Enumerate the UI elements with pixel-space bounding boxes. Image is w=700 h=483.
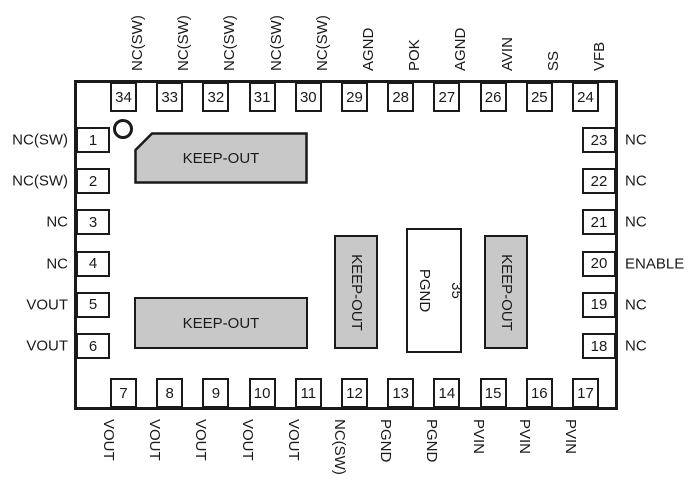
package-outline [74,80,618,410]
pin-pad-12[interactable]: 12 [341,378,368,408]
keepout-label: KEEP-OUT [182,149,260,167]
pin-label-7: VOUT [100,419,117,461]
pin-pad-18[interactable]: 18 [582,333,616,359]
pin-pad-13[interactable]: 13 [387,378,415,408]
pin-label-9: VOUT [192,419,210,461]
pin-label-26: AVIN [498,37,516,71]
pin-label-32: NC(SW) [221,15,239,71]
pin-label-13: PGND [377,419,395,463]
keepout-label: KEEP-OUT [497,253,515,331]
pin-pad-3[interactable]: 3 [76,209,110,236]
pin-label-27: AGND [452,27,470,71]
pin-pad-17[interactable]: 17 [572,378,599,408]
pin-pad-7[interactable]: 7 [110,378,137,408]
pin-pad-19[interactable]: 19 [582,291,616,318]
pin-label-28: POK [406,39,424,71]
pin-label-31: NC(SW) [267,15,285,71]
pin-label-4: NC [46,255,68,273]
pin-pad-27[interactable]: 27 [433,82,461,112]
pin-label-14: PGND [423,419,441,463]
pin-label-30: NC(SW) [313,15,331,71]
pin-pad-2[interactable]: 2 [76,168,110,195]
pin-pad-8[interactable]: 8 [156,378,184,408]
pin-pad-31[interactable]: 31 [248,82,276,112]
keepout-label: KEEP-OUT [182,314,260,332]
pin-label-33: NC(SW) [175,15,193,71]
pin-label-2: NC(SW) [12,172,68,190]
keepout-zone-bottom-left: KEEP-OUT [134,297,308,349]
pin-pad-25[interactable]: 25 [525,82,553,112]
pin-pad-34[interactable]: 34 [110,82,137,112]
thermal-pad-35-pgnd: PGND 35 [406,228,465,353]
pin-label-3: NC [46,213,68,231]
pin-label-8: VOUT [146,419,164,461]
pin-pad-10[interactable]: 10 [248,378,276,408]
pin-pad-26[interactable]: 26 [479,82,507,112]
pin-pad-9[interactable]: 9 [202,378,230,408]
pin-pad-23[interactable]: 23 [582,127,616,153]
pin-label-24: VFB [591,41,608,71]
thermal-pad-number: 35 [447,282,465,299]
pin-pad-32[interactable]: 32 [202,82,230,112]
pin-label-21: NC [625,213,647,231]
pin-pad-6[interactable]: 6 [76,333,110,359]
pin-label-22: NC [625,172,647,190]
keepout-label: KEEP-OUT [347,253,365,331]
pin-label-25: SS [544,50,562,71]
pin-label-12: NC(SW) [331,419,348,475]
pin-label-34: NC(SW) [129,15,146,71]
pin-label-29: AGND [360,27,377,71]
keepout-zone-top-left: KEEP-OUT [134,132,308,184]
pin-pad-24[interactable]: 24 [572,82,599,112]
pin-pad-28[interactable]: 28 [387,82,415,112]
pin-pad-5[interactable]: 5 [76,291,110,318]
pin-pad-1[interactable]: 1 [76,127,110,153]
pin-label-17: PVIN [562,419,579,455]
pin-pad-21[interactable]: 21 [582,209,616,236]
pin1-indicator-dot [113,119,133,139]
pin-label-20: ENABLE [625,255,685,273]
pin-label-5: VOUT [26,296,68,314]
pin-label-6: VOUT [26,337,68,355]
pin-label-23: NC [625,131,647,149]
pin-label-16: PVIN [515,419,533,455]
pin-pad-20[interactable]: 20 [582,250,616,277]
pin-pad-30[interactable]: 30 [294,82,322,112]
pin-pad-11[interactable]: 11 [294,378,322,408]
pin-label-18: NC [625,337,647,355]
pin-label-15: PVIN [469,419,487,455]
pin-pad-16[interactable]: 16 [525,378,553,408]
pin-pad-33[interactable]: 33 [156,82,184,112]
pin-label-10: VOUT [238,419,256,461]
pin-pad-14[interactable]: 14 [433,378,461,408]
thermal-pad-label: PGND [416,268,434,313]
keepout-zone-center-right: KEEP-OUT [484,235,528,349]
pin-pad-15[interactable]: 15 [479,378,507,408]
keepout-zone-center-left: KEEP-OUT [334,235,378,349]
pin-pad-22[interactable]: 22 [582,168,616,195]
pin-label-19: NC [625,296,647,314]
pin-pad-4[interactable]: 4 [76,250,110,277]
pin-label-1: NC(SW) [12,131,68,149]
pin-pad-29[interactable]: 29 [341,82,368,112]
pin-label-11: VOUT [284,419,302,461]
